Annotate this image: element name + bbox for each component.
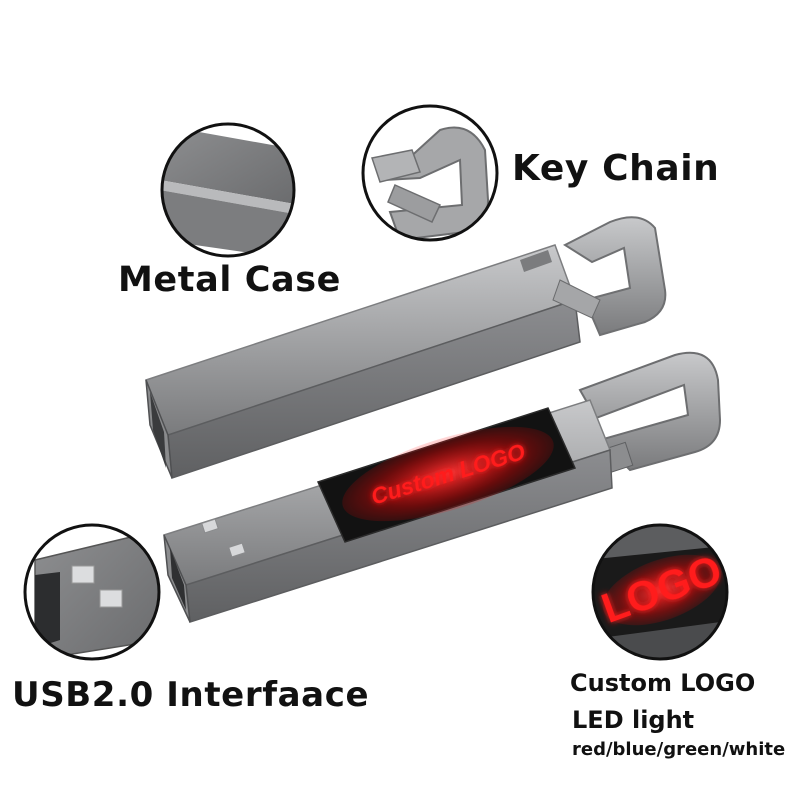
key-chain-callout — [361, 104, 499, 242]
back-drive-hook — [562, 216, 667, 337]
metal-case-label: Metal Case — [118, 260, 341, 300]
usb-interface-label: USB2.0 Interfaace — [12, 675, 370, 715]
custom-logo-label: Custom LOGO — [570, 669, 756, 697]
led-colors-label: red/blue/green/white — [572, 739, 786, 760]
front-usb-drive: Custom LOGO — [162, 351, 722, 623]
back-usb-drive — [145, 216, 667, 480]
led-light-label: LED light — [572, 706, 695, 734]
metal-case-callout — [160, 122, 296, 258]
logo-callout: LOGO — [591, 523, 729, 661]
usb-interface-callout — [23, 523, 161, 661]
key-chain-label: Key Chain — [512, 148, 720, 189]
